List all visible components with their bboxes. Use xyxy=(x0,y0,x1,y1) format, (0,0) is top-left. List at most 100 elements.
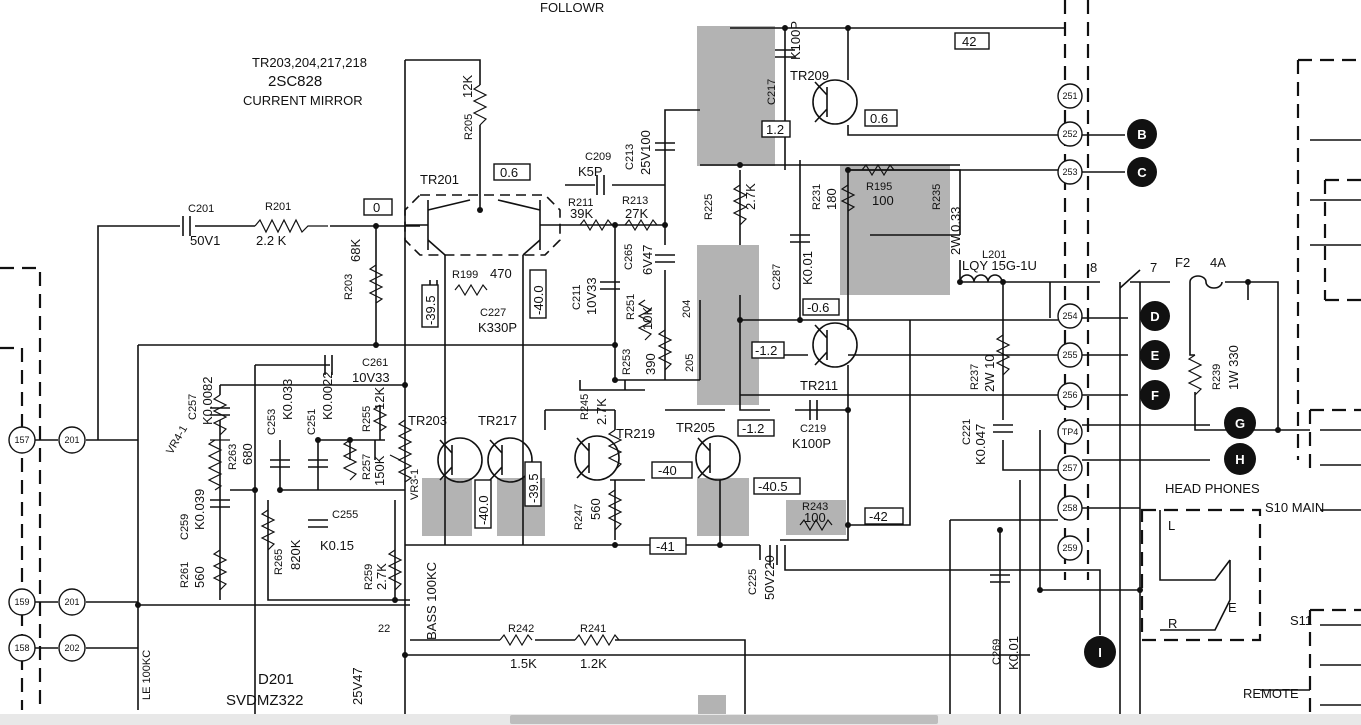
node-ring: 253 xyxy=(1062,167,1077,177)
r243-ref: R243 xyxy=(802,501,828,513)
r231-value: 180 xyxy=(824,188,839,210)
r263-ref: R263 xyxy=(227,444,239,470)
r213-ref: R213 xyxy=(622,195,648,207)
d201-ref: D201 xyxy=(258,671,294,688)
voltage-box: 0.6 xyxy=(500,165,518,180)
terminal-label: H xyxy=(1235,452,1244,467)
r247-value: 560 xyxy=(588,498,603,520)
r211-value: 39K xyxy=(570,206,593,221)
r251-ref: R251 xyxy=(625,294,637,320)
r201-ref: R201 xyxy=(265,201,291,213)
r211-ref: R211 xyxy=(568,197,593,209)
r261-value: 560 xyxy=(192,566,207,588)
r255-value: 12K xyxy=(372,387,387,410)
r261-ref: R261 xyxy=(179,562,191,588)
c261-value: 10V33 xyxy=(352,370,390,385)
f2-ref: F2 xyxy=(1175,255,1190,270)
junction-dots xyxy=(135,25,1281,658)
r242-ref: R242 xyxy=(508,623,534,635)
r257-value: 150K xyxy=(372,455,387,486)
d201-value: SVDMZ322 xyxy=(226,692,304,709)
r199-ref: R199 xyxy=(452,269,478,281)
heading-followr: FOLLOWR xyxy=(540,0,604,15)
mirror-function-label: CURRENT MIRROR xyxy=(243,93,363,108)
node-ring: 201 xyxy=(64,597,79,607)
c219-value: K100P xyxy=(792,436,831,451)
voltage-box: -41 xyxy=(656,539,675,554)
node-ring: 257 xyxy=(1062,463,1077,473)
c287-value: K0.01 xyxy=(800,251,815,285)
s11-label: S11 xyxy=(1290,613,1312,628)
node-ring: 251 xyxy=(1062,91,1077,101)
c251-value: K0.0022 xyxy=(320,372,335,420)
r239-ref: R239 xyxy=(1211,364,1223,390)
node-ring: 159 xyxy=(14,597,29,607)
r247-ref: R247 xyxy=(573,504,585,530)
le-100kc-label: LE 100KC xyxy=(141,650,153,700)
c257-ref: C257 xyxy=(187,394,199,420)
terminal-label: G xyxy=(1235,416,1245,431)
c259-ref: C259 xyxy=(179,514,191,540)
c209-ref: C209 xyxy=(585,151,611,163)
r245-ref: R245 xyxy=(579,394,591,420)
c217-value: K100P xyxy=(788,21,803,60)
voltage-box: 42 xyxy=(962,34,976,49)
r259-ref: R259 xyxy=(363,564,375,590)
transistor-symbols xyxy=(437,79,858,483)
r237-value: 2W 10 xyxy=(982,354,997,392)
c209-value: K5P xyxy=(578,164,603,179)
remote-label: REMOTE xyxy=(1243,686,1299,701)
voltage-box: -40.0 xyxy=(531,285,546,315)
r259-value: 2.7K xyxy=(374,563,389,590)
r205-value: 12K xyxy=(460,75,475,98)
voltage-box: 0.6 xyxy=(870,111,888,126)
r239-value: 1W 330 xyxy=(1226,345,1241,390)
r253-value: 390 xyxy=(643,353,658,375)
c255-value: K0.15 xyxy=(320,538,354,553)
r255-ref: R255 xyxy=(361,406,373,432)
c287-ref: C287 xyxy=(771,264,783,290)
l201-value: LQY 15G-1U xyxy=(962,258,1037,273)
voltage-box: -1.2 xyxy=(742,421,764,436)
scrollbar-thumb[interactable] xyxy=(510,715,938,724)
c221-ref: C221 xyxy=(961,419,973,445)
r257-ref: R257 xyxy=(361,454,373,480)
r237-ref: R237 xyxy=(969,364,981,390)
r205-ref: R205 xyxy=(463,114,475,140)
capacitors xyxy=(182,49,1013,583)
c201-value: 50V1 xyxy=(190,233,220,248)
c251-ref: C251 xyxy=(306,409,318,435)
node-ring: 201 xyxy=(64,435,79,445)
s10-label: S10 MAIN xyxy=(1265,500,1324,515)
tr217-label: TR217 xyxy=(478,413,517,428)
tr201-label: TR201 xyxy=(420,172,459,187)
r251-value: 10K xyxy=(640,307,655,330)
r195-ref: R195 xyxy=(866,181,892,193)
potentiometers xyxy=(210,419,413,483)
node-ring: TP4 xyxy=(1062,427,1079,437)
voltage-boxes: 0 0.6 -39.5 -40.0 42 0.6 1.2 -0.6 -1.2 -… xyxy=(363,32,990,555)
r203-ref: R203 xyxy=(343,274,355,300)
r201-value: 2.2 K xyxy=(256,233,287,248)
jack-l-label: L xyxy=(1168,518,1175,533)
tr219-label: TR219 xyxy=(616,426,655,441)
node-ring: 258 xyxy=(1062,503,1077,513)
v25-label: 25V47 xyxy=(350,667,365,705)
r235-value: 2W 0.33 xyxy=(948,207,963,255)
switch-pos-7: 7 xyxy=(1150,260,1157,275)
terminal-label: C xyxy=(1137,165,1147,180)
switch-pos-8: 8 xyxy=(1090,260,1097,275)
node-ring: 259 xyxy=(1062,543,1077,553)
voltage-box: -1.2 xyxy=(755,343,777,358)
c221-value: K0.047 xyxy=(973,424,988,465)
node-ring: 158 xyxy=(14,643,29,653)
r231-ref: R231 xyxy=(811,184,823,210)
terminal-label: D xyxy=(1150,309,1159,324)
c253-value: K0.033 xyxy=(280,379,295,420)
terminal-label: E xyxy=(1151,348,1160,363)
resistors xyxy=(207,84,1203,647)
tr211-label: TR211 xyxy=(800,378,838,393)
c269-value: K0.01 xyxy=(1006,636,1021,670)
mirror-transistors-label: TR203,204,217,218 xyxy=(252,55,367,70)
c265-ref: C265 xyxy=(623,244,635,270)
